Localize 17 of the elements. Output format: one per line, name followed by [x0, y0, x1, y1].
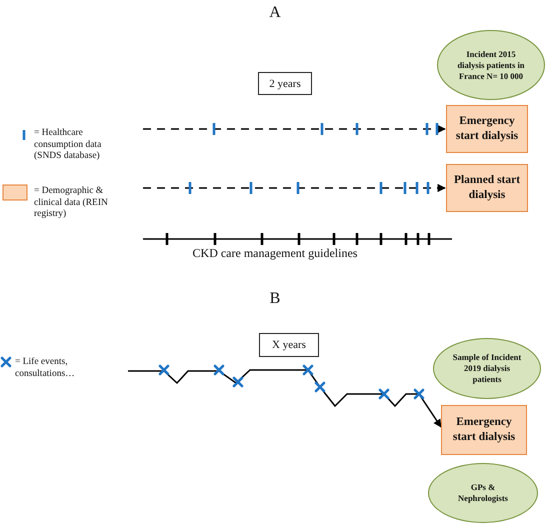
dashed-timeline-arrow — [143, 124, 446, 134]
dashed-timeline-arrow — [143, 184, 446, 192]
panel-letter: B — [270, 290, 280, 308]
outcome-box: Planned start dialysis — [446, 164, 528, 212]
duration-box: X years — [259, 333, 319, 357]
population-ellipse: Sample of Incident 2019 dialysis patients — [433, 338, 541, 399]
population-ellipse: Incident 2015 dialysis patients in France N= 10 000 — [437, 30, 545, 100]
patient-pathway-arrow — [128, 369, 442, 428]
duration-box: 2 years — [258, 72, 312, 95]
panel-letter: A — [269, 4, 281, 22]
legend-text: = Demographic & clinical data (REIN registry) — [34, 186, 109, 220]
outcome-box: Emergency start dialysis — [446, 105, 528, 153]
timeline-caption: CKD care management guidelines — [192, 246, 358, 261]
legend-text: = Life events, consultations… — [15, 357, 76, 380]
outcome-box: Emergency start dialysis — [441, 405, 527, 455]
legend-text: = Healthcare consumption data (SNDS database) — [34, 128, 102, 162]
population-ellipse: GPs & Nephrologists — [428, 463, 538, 523]
